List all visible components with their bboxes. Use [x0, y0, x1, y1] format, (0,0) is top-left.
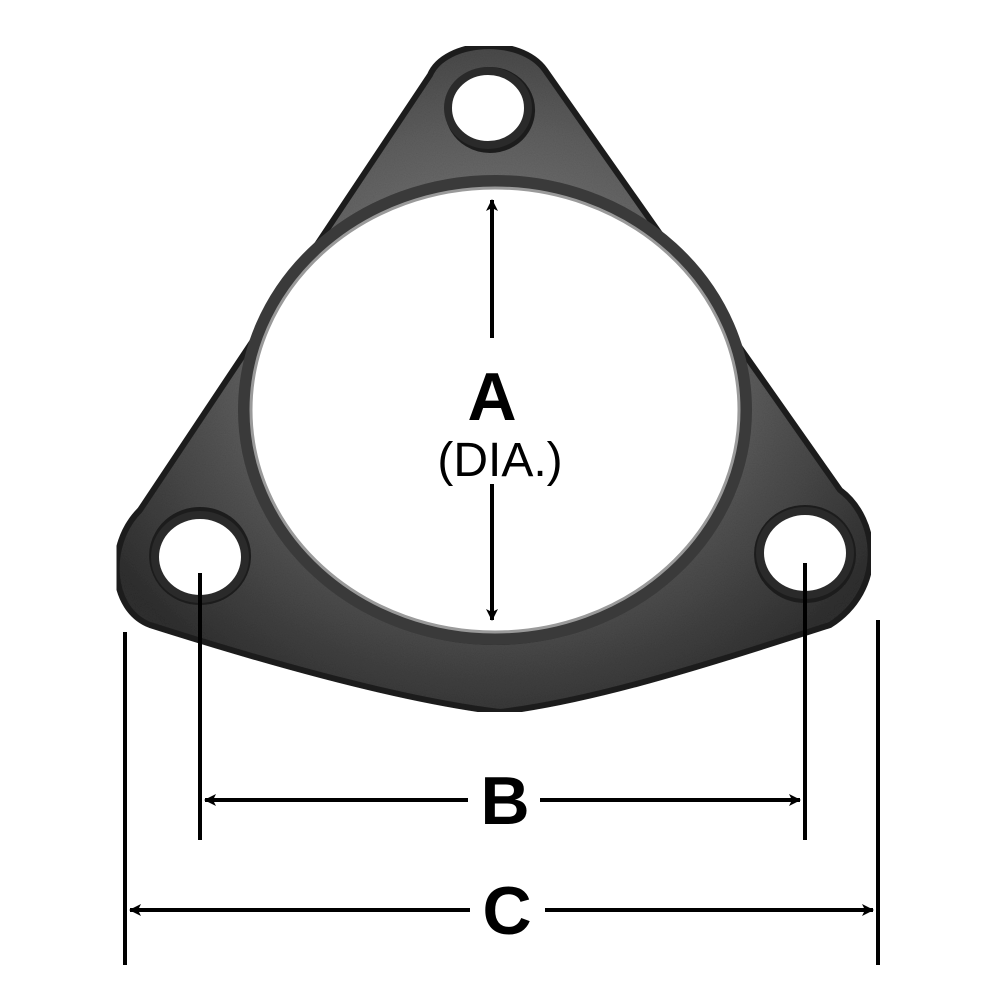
dimension-a: A (DIA.)	[437, 199, 563, 621]
center-hole-inner-edge	[249, 186, 741, 634]
bolt-hole-top	[444, 67, 532, 149]
dimension-c: C	[129, 873, 874, 949]
dimension-b-label: B	[480, 763, 529, 839]
dimension-a-sublabel: (DIA.)	[437, 434, 562, 487]
dimension-c-label: C	[482, 873, 531, 949]
dimension-b: B	[204, 763, 801, 839]
dimension-a-label: A	[467, 359, 516, 435]
